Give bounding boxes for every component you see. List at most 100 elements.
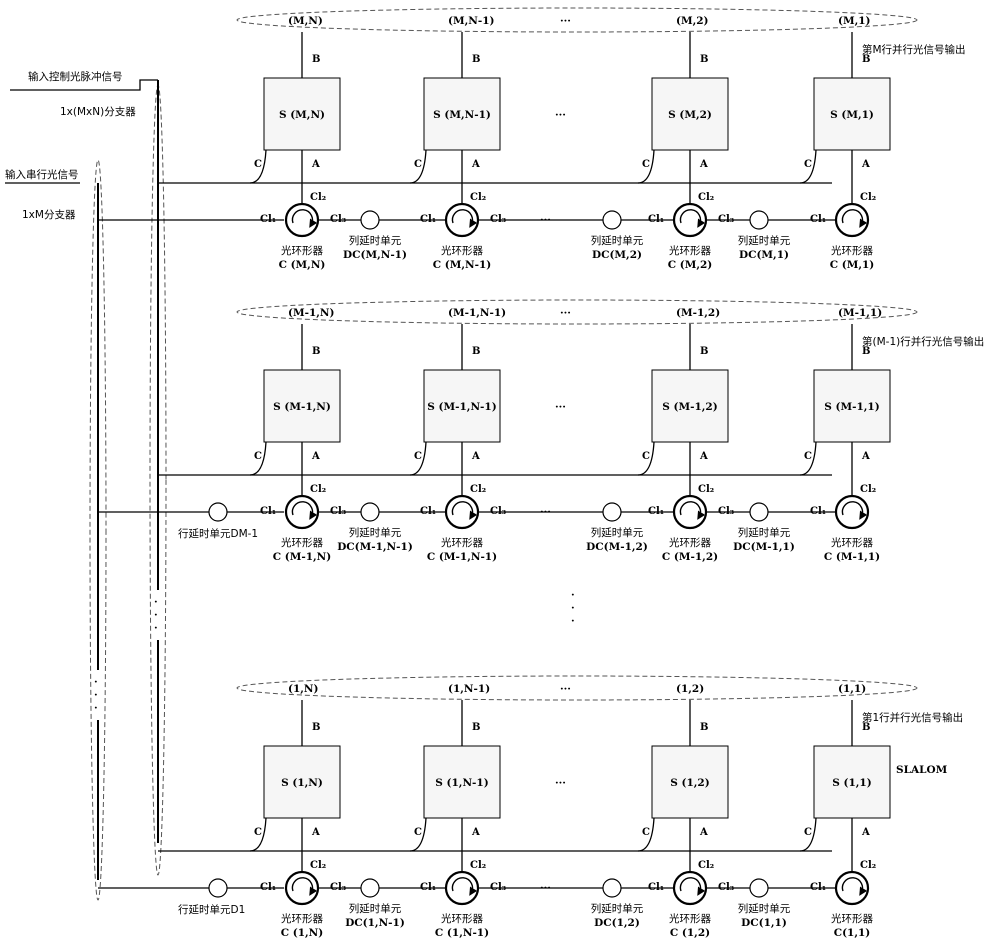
port-b-label: B [472,722,480,733]
circulator-index-label: C (M,2) [668,259,713,271]
col-delay-unit [749,210,769,230]
port-a-label: A [699,159,708,170]
port-b-label: B [862,54,870,65]
slalom-switch-box [263,77,341,151]
row-delay-unit [208,878,228,898]
circulator-index-label: C (M,1) [830,259,875,271]
circulator-label: 光环形器 [441,912,483,925]
port-b-label: B [700,54,708,65]
port-b-label: B [312,722,320,733]
circulator [834,494,870,530]
port-c-line [409,441,427,476]
slalom-switch-box [423,369,501,443]
port-cl1-label: Cl₁ [810,214,826,225]
circulator-arrow-icon [291,209,318,228]
circulator-arrow-icon [679,209,706,228]
output-ellipsis: ··· [560,307,571,319]
circulator-label: 光环形器 [281,244,323,257]
port-cl1-label: Cl₁ [420,506,436,517]
port-c-label: C [414,451,422,462]
port-c-label: C [642,159,650,170]
switch-label: S (M-1,N-1) [427,401,496,413]
col-delay-label: 列延时单元 [738,526,791,539]
port-b-label: B [700,346,708,357]
circulator-index-label: C (M-1,N-1) [427,551,497,563]
row-gap-vdots-1: · [571,589,575,601]
circulator-arrow-icon [291,877,318,896]
output-group-ellipse [236,299,918,325]
circulator-arrow-icon [841,209,868,228]
port-a-label: A [861,451,870,462]
port-cl2-label: Cl₂ [470,192,486,203]
circulator-arrow-icon [841,877,868,896]
col-delay-index-label: DC(M-1,1) [733,541,795,553]
output-index-label: (M,N-1) [448,15,494,27]
port-c-line [799,441,817,476]
circulator-label: 光环形器 [831,912,873,925]
port-b-label: B [472,54,480,65]
port-c-line [799,817,817,852]
slalom-switch-box [423,77,501,151]
port-c-line [409,817,427,852]
output-index-label: (M-1,1) [838,307,882,319]
port-c-line [249,149,267,184]
port-cl2-label: Cl₂ [310,860,326,871]
control-bus-vdots-2: · [154,609,158,621]
output-group-ellipse [236,675,918,701]
circulator-arrow-icon [451,501,478,520]
switch-label: S (M,N) [279,109,325,121]
circulator-label: 光环形器 [669,912,711,925]
port-c-line [799,149,817,184]
row-block: ···第M行并行光信号输出······(M,N)BS (M,N)ACCl₂Cl₁… [98,7,966,271]
col-delay-index-label: DC(1,N-1) [345,917,405,929]
port-cl2-label: Cl₂ [698,860,714,871]
col-delay-label: 列延时单元 [591,902,644,915]
row-splitter-ellipse [89,159,107,901]
row-gap-vdots-2: · [571,602,575,614]
circulator-index-label: C (M-1,N) [273,551,332,563]
output-index-label: (1,1) [838,683,866,695]
port-b-label: B [312,54,320,65]
col-delay-label: 列延时单元 [349,234,402,247]
port-a-label: A [311,451,320,462]
output-group-ellipse [236,7,918,33]
output-ellipsis: ··· [560,15,571,27]
port-c-label: C [804,451,812,462]
row-delay-label: 行延时单元D1 [178,903,245,916]
slalom-switch-box [263,369,341,443]
port-cl1-label: Cl₁ [260,506,276,517]
port-c-label: C [642,827,650,838]
slalom-switch-box [651,77,729,151]
port-c-line [637,817,655,852]
row-bus-vdots-1: · [94,676,98,688]
circulator-index-label: C(1,1) [834,927,871,939]
switch-label: S (M,1) [830,109,874,121]
port-c-label: C [642,451,650,462]
port-c-label: C [804,159,812,170]
port-cl2-label: Cl₂ [860,860,876,871]
port-cl2-label: Cl₂ [470,484,486,495]
output-index-label: (M,N) [288,15,323,27]
row-output-label: 第M行并行光信号输出 [862,43,966,56]
port-cl1-label: Cl₁ [420,882,436,893]
circulator-label: 光环形器 [669,536,711,549]
slalom-switch-box [651,369,729,443]
serial-input-label: 输入串行光信号 [5,168,79,181]
col-delay-label: 列延时单元 [349,526,402,539]
row-output-label: 第1行并行光信号输出 [862,711,963,724]
circulator-label: 光环形器 [281,536,323,549]
output-index-label: (M,2) [676,15,709,27]
switch-label: S (M-1,1) [824,401,879,413]
col-delay-label: 列延时单元 [738,902,791,915]
row-gap-vdots-3: · [571,615,575,627]
circulator-index-label: C (M,N-1) [433,259,492,271]
port-cl1-label: Cl₁ [648,506,664,517]
port-a-label: A [471,159,480,170]
switch-label: S (M-1,N) [273,401,331,413]
